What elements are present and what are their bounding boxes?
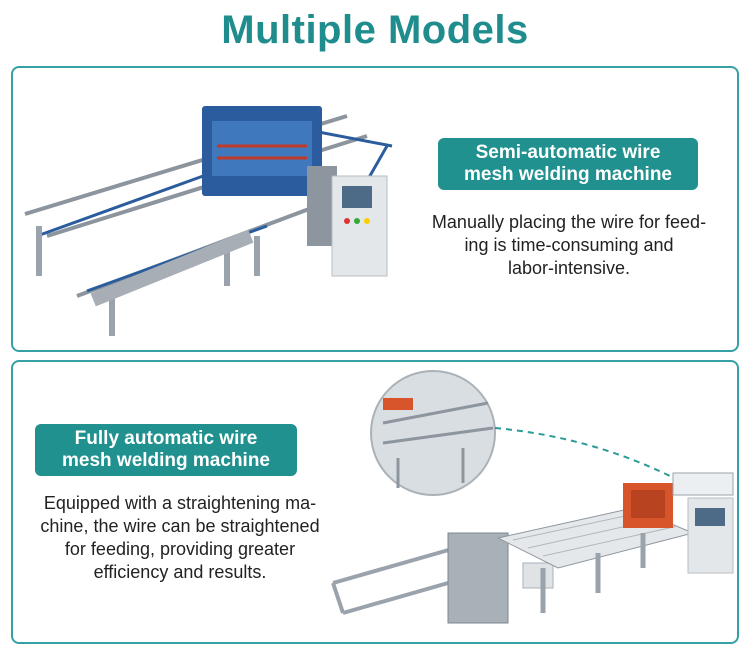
fully-automatic-badge: Fully automatic wire mesh welding machin… <box>35 424 297 476</box>
semi-automatic-panel: Semi-automatic wire mesh welding machine… <box>11 66 739 352</box>
description-line: chine, the wire can be straightened <box>40 516 320 536</box>
description-line: Manually placing the wire for feed- <box>431 212 707 232</box>
fully-automatic-description: Equipped with a straightening ma- chine,… <box>15 492 345 584</box>
badge-line: Semi-automatic wire <box>475 142 661 163</box>
description-line: ing is time-consuming and <box>464 235 674 255</box>
semi-automatic-badge: Semi-automatic wire mesh welding machine <box>438 138 698 190</box>
semi-automatic-machine-illustration <box>24 106 393 336</box>
semi-automatic-description: Manually placing the wire for feed- ing … <box>408 211 730 280</box>
fully-automatic-machine-illustration <box>331 370 734 624</box>
description-line: efficiency and results. <box>93 562 267 582</box>
page-title: Multiple Models <box>221 8 529 52</box>
description-line: for feeding, providing greater <box>64 539 296 559</box>
badge-line: Fully automatic wire <box>74 428 258 449</box>
fully-automatic-panel: Fully automatic wire mesh welding machin… <box>11 360 739 644</box>
description-line: Equipped with a straightening ma- <box>43 493 317 513</box>
badge-line: mesh welding machine <box>464 164 672 185</box>
description-line: labor-intensive. <box>507 258 631 278</box>
badge-line: mesh welding machine <box>62 450 270 471</box>
